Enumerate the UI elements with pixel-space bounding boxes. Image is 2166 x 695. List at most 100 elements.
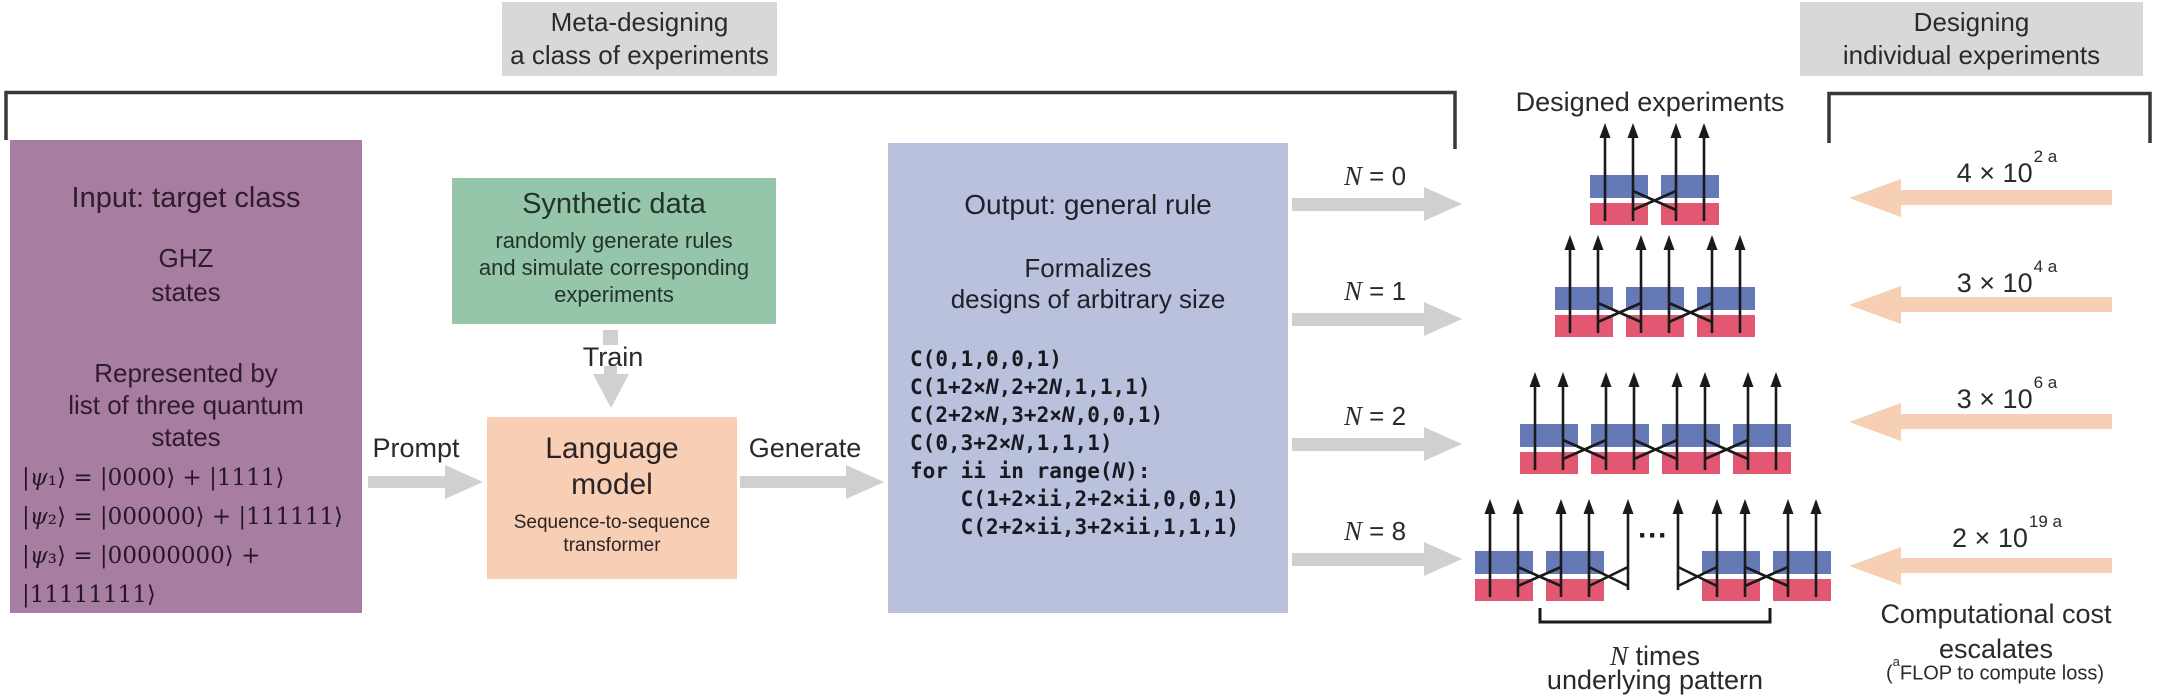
up-arrowhead-icon xyxy=(1484,499,1496,514)
synthetic-body-line: randomly generate rules xyxy=(495,228,733,253)
underlying-pattern-label: underlying pattern xyxy=(1546,665,1764,695)
designing-individual-label-box: Designing individual experiments xyxy=(1800,2,2143,76)
n-equals-0-label: N = 0 xyxy=(1344,161,1406,192)
cost-arrow-shaft xyxy=(1900,414,2112,429)
n-equals-8-label: N = 8 xyxy=(1344,516,1406,547)
crossing-line xyxy=(1677,565,1718,588)
cost-arrow-shaft xyxy=(1900,297,2112,312)
up-arrowhead-icon xyxy=(1739,499,1751,514)
quantum-state-equation: |ψ₃⟩ = |00000000⟩ + |11111111⟩ xyxy=(22,543,261,608)
representation-line: states xyxy=(151,422,221,452)
up-arrowhead-icon xyxy=(1512,499,1524,514)
n-value: = 0 xyxy=(1361,161,1407,191)
representation-description: Represented by list of three quantum sta… xyxy=(10,357,362,453)
flop-footnote: (aFLOP to compute loss) xyxy=(1886,654,2104,686)
designing-label-line2: individual experiments xyxy=(1842,40,2101,70)
code-line: C(2+2×ii,3+2×ii,1,1,1) xyxy=(960,515,1240,539)
synthetic-data-description: randomly generate rules and simulate cor… xyxy=(452,227,776,308)
code-line: C(1+2×ii,2+2×ii,0,0,1) xyxy=(960,487,1240,511)
crossing-line xyxy=(1704,438,1749,461)
output-box-subtitle: Formalizes designs of arbitrary size xyxy=(888,253,1288,315)
code-line: C(1+2×N,2+2N,1,1,1) xyxy=(910,375,1151,399)
code-line: C(0,3+2×N,1,1,1) xyxy=(910,431,1113,455)
cost-exponent: 6 a xyxy=(2033,373,2058,392)
up-arrowhead-icon xyxy=(1810,499,1822,514)
generate-label: Generate xyxy=(748,433,862,463)
circuit-diagram-n1 xyxy=(1555,235,1755,337)
cost-arrow-shaft xyxy=(1900,190,2112,205)
cost-arrow-head-icon xyxy=(1849,179,1901,217)
up-arrowhead-icon xyxy=(1672,499,1684,514)
quantum-state-equation: |ψ₂⟩ = |000000⟩ + |111111⟩ xyxy=(22,504,343,530)
cost-label-n2: 3 × 106 a xyxy=(1956,373,2057,415)
ellipsis-dots: ··· xyxy=(1638,519,1668,552)
circuit-diagram-n8: ··· xyxy=(1475,499,1831,601)
cost-arrow-head-icon xyxy=(1849,547,1901,585)
synthetic-data-box: Synthetic data randomly generate rules a… xyxy=(452,178,776,324)
up-arrowhead-icon xyxy=(1734,235,1746,250)
up-arrowhead-icon xyxy=(1711,499,1723,514)
general-rule-code-block: C(0,1,0,0,1) C(1+2×N,2+2N,1,1,1) C(2+2×N… xyxy=(888,345,1288,541)
input-box-title: Input: target class xyxy=(71,182,301,214)
cost-value: 3 × 10 xyxy=(1956,384,2033,414)
up-arrowhead-icon xyxy=(1699,372,1711,387)
up-arrowhead-icon xyxy=(1782,499,1794,514)
n1-arrow-shaft xyxy=(1292,313,1424,326)
crossing-line xyxy=(1517,565,1562,588)
n-equals-1-label: N = 1 xyxy=(1344,276,1406,307)
up-arrowhead-icon xyxy=(1742,372,1754,387)
prompt-label: Prompt xyxy=(372,433,460,463)
up-arrowhead-icon xyxy=(1557,372,1569,387)
output-subtitle-line: Formalizes xyxy=(1024,253,1152,283)
representation-line: list of three quantum xyxy=(68,390,304,420)
model-subtitle-line: Sequence-to-sequence xyxy=(513,512,711,533)
train-arrow-head-icon xyxy=(593,374,629,408)
target-class-name: GHZ states xyxy=(10,241,362,309)
up-arrowhead-icon xyxy=(1555,499,1567,514)
crossing-line xyxy=(1633,438,1678,461)
n-value: = 1 xyxy=(1361,276,1407,306)
up-arrowhead-icon xyxy=(1564,235,1576,250)
circuit-diagram-n0 xyxy=(1590,123,1719,225)
cost-label-n8: 2 × 1019 a xyxy=(1952,512,2062,554)
code-line: C(2+2×N,3+2×N,0,0,1) xyxy=(910,403,1164,427)
quantum-state-list: |ψ₁⟩ = |0000⟩ + |1111⟩ |ψ₂⟩ = |000000⟩ +… xyxy=(10,459,362,615)
n-variable: N xyxy=(1343,516,1362,546)
train-arrow-shaft xyxy=(604,366,617,376)
up-arrowhead-icon xyxy=(1770,372,1782,387)
individual-span-bracket xyxy=(1827,91,2152,143)
ghz-line: GHZ xyxy=(158,243,214,273)
up-arrowhead-icon xyxy=(1600,372,1612,387)
train-arrow-dash xyxy=(603,330,618,345)
output-box-title: Output: general rule xyxy=(964,189,1212,220)
cost-exponent: 4 a xyxy=(2033,257,2058,276)
designed-experiments-title: Designed experiments xyxy=(1515,87,1785,117)
up-arrowhead-icon xyxy=(1529,372,1541,387)
n0-arrow-shaft xyxy=(1292,198,1424,211)
cost-exponent: 19 a xyxy=(2028,512,2062,531)
cost-exponent: 2 a xyxy=(2033,147,2058,166)
generate-arrow-head-icon xyxy=(846,465,884,499)
up-arrowhead-icon xyxy=(1671,372,1683,387)
cost-value: 2 × 10 xyxy=(1952,523,2028,553)
up-arrowhead-icon xyxy=(1663,235,1675,250)
up-arrowhead-icon xyxy=(1627,123,1639,138)
language-model-subtitle: Sequence-to-sequence transformer xyxy=(487,511,737,557)
prompt-arrow-shaft xyxy=(368,476,446,488)
n1-arrow-head-icon xyxy=(1424,302,1462,336)
synthetic-data-title: Synthetic data xyxy=(522,188,706,220)
states-line: states xyxy=(151,277,221,307)
up-arrowhead-icon xyxy=(1706,235,1718,250)
language-model-title: Language model xyxy=(487,431,737,503)
output-general-rule-box: Output: general rule Formalizes designs … xyxy=(888,143,1288,613)
designing-label-line1: Designing xyxy=(1913,7,2030,37)
crossing-line xyxy=(1597,301,1642,324)
input-target-class-box: Input: target class GHZ states Represent… xyxy=(10,140,362,613)
n-value: = 2 xyxy=(1361,401,1407,431)
footnote-marker: a xyxy=(1892,654,1900,669)
generate-arrow-shaft xyxy=(740,476,847,488)
up-arrowhead-icon xyxy=(1670,123,1682,138)
n-equals-2-label: N = 2 xyxy=(1344,401,1406,432)
